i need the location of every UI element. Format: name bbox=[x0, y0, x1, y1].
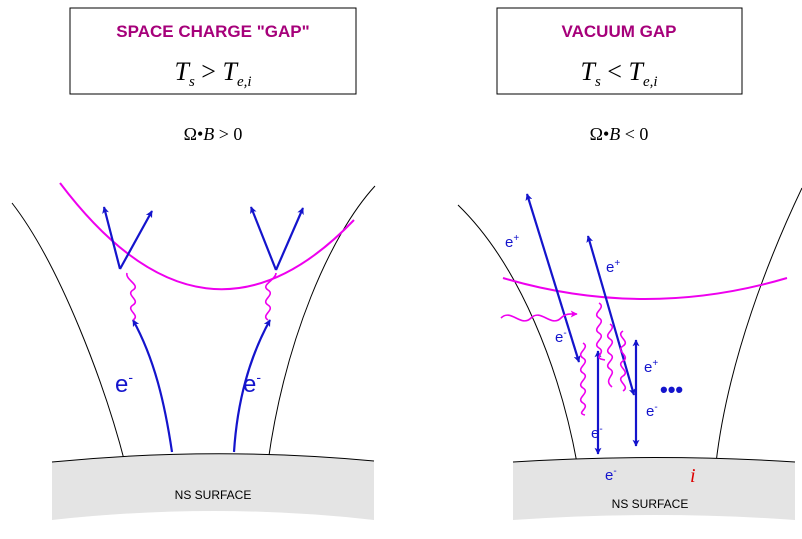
right-ellipsis: ••• bbox=[660, 377, 683, 402]
right-electron-label-4: e- bbox=[605, 466, 617, 484]
right-photon-1 bbox=[579, 342, 587, 416]
left-electron-label-1: e- bbox=[115, 369, 133, 398]
right-field-line-right bbox=[715, 187, 802, 464]
right-positron-label-3: e+ bbox=[644, 358, 658, 376]
right-magenta-arc bbox=[502, 277, 788, 300]
right-condition: Ts < Te,i bbox=[580, 57, 657, 90]
right-positron-label-2: e+ bbox=[606, 258, 620, 276]
right-ns-surface-top bbox=[512, 457, 796, 463]
right-electron-label-2: e- bbox=[646, 402, 658, 420]
left-surface-label: NS SURFACE bbox=[175, 488, 252, 502]
left-ns-surface bbox=[52, 453, 374, 520]
left-electron-label-2: e- bbox=[243, 369, 261, 398]
right-photon-4 bbox=[619, 330, 627, 392]
left-field-line-left bbox=[11, 202, 126, 464]
right-photon-3 bbox=[606, 323, 614, 388]
left-pair-arrow-1a bbox=[102, 206, 122, 270]
left-electron-arrow-2 bbox=[232, 319, 271, 453]
left-field-line-right bbox=[267, 185, 376, 463]
right-long-arrow-2 bbox=[586, 235, 636, 396]
left-photon-1 bbox=[126, 272, 137, 321]
left-photon-2 bbox=[264, 272, 277, 321]
left-electron-arrow-1 bbox=[132, 319, 174, 453]
left-pair-arrow-2a bbox=[249, 206, 278, 271]
right-ion-label: i bbox=[690, 465, 696, 487]
left-pair-arrow-2b bbox=[274, 207, 305, 271]
left-magenta-arc bbox=[59, 182, 355, 291]
right-electron-label-3: e- bbox=[591, 424, 603, 442]
right-panel: VACUUM GAP Ts < Te,i Ω•B < 0 NS SURFACE … bbox=[457, 7, 802, 520]
left-rotation-condition: Ω•B > 0 bbox=[184, 124, 243, 144]
right-title-box bbox=[496, 7, 743, 95]
right-photon-incoming bbox=[500, 310, 578, 322]
right-electron-label-1: e- bbox=[555, 328, 567, 346]
left-panel: SPACE CHARGE "GAP" Ts > Te,i Ω•B > 0 NS … bbox=[11, 7, 376, 520]
left-title-box bbox=[69, 7, 357, 95]
left-pair-arrow-1b bbox=[119, 210, 153, 270]
right-long-arrow-1 bbox=[525, 193, 581, 363]
right-ns-surface bbox=[513, 457, 795, 520]
right-rotation-condition: Ω•B < 0 bbox=[590, 124, 649, 144]
left-condition: Ts > Te,i bbox=[174, 57, 251, 90]
right-surface-label: NS SURFACE bbox=[612, 497, 689, 511]
right-photon-2 bbox=[595, 302, 606, 361]
right-title: VACUUM GAP bbox=[562, 22, 677, 41]
left-ns-surface-top bbox=[51, 453, 375, 463]
left-title: SPACE CHARGE "GAP" bbox=[116, 22, 309, 41]
right-positron-label-1: e+ bbox=[505, 233, 519, 251]
